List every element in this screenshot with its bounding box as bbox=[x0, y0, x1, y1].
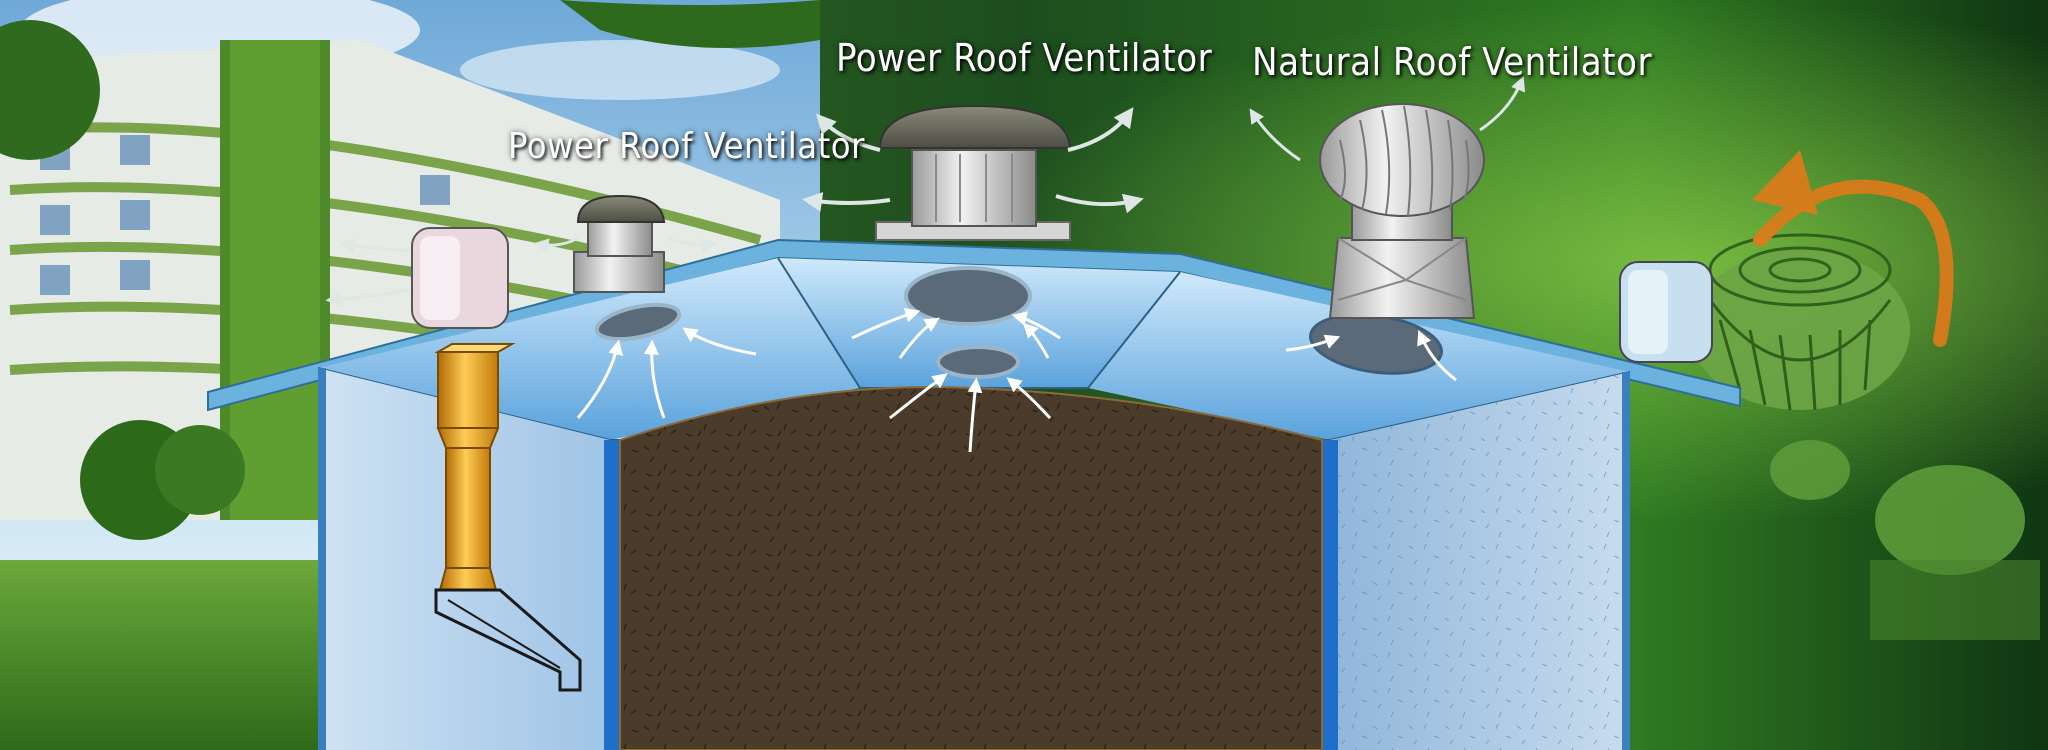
roof-opening bbox=[904, 266, 1032, 326]
exhaust-duct bbox=[434, 343, 582, 692]
power-roof-ventilator-icon bbox=[802, 104, 1144, 241]
roof-opening bbox=[936, 345, 1020, 379]
storage-building bbox=[207, 227, 1741, 750]
exhaust-hood bbox=[1619, 261, 1713, 363]
natural-roof-ventilator-icon bbox=[1249, 75, 1526, 319]
turbine-ventilator-backdrop bbox=[1690, 150, 2040, 640]
exhaust-hood bbox=[411, 227, 509, 329]
airflow-arrow-icon bbox=[325, 238, 411, 307]
natural-roof-ventilator-label: Natural Roof Ventilator bbox=[1252, 40, 1653, 84]
power-roof-ventilator-label: Power Roof Ventilator bbox=[508, 126, 865, 167]
airflow-arrow-icon bbox=[576, 307, 1457, 453]
roof-opening bbox=[594, 302, 682, 342]
power-roof-ventilator-label: Power Roof Ventilator bbox=[836, 36, 1213, 80]
power-roof-ventilator-icon bbox=[533, 194, 717, 293]
